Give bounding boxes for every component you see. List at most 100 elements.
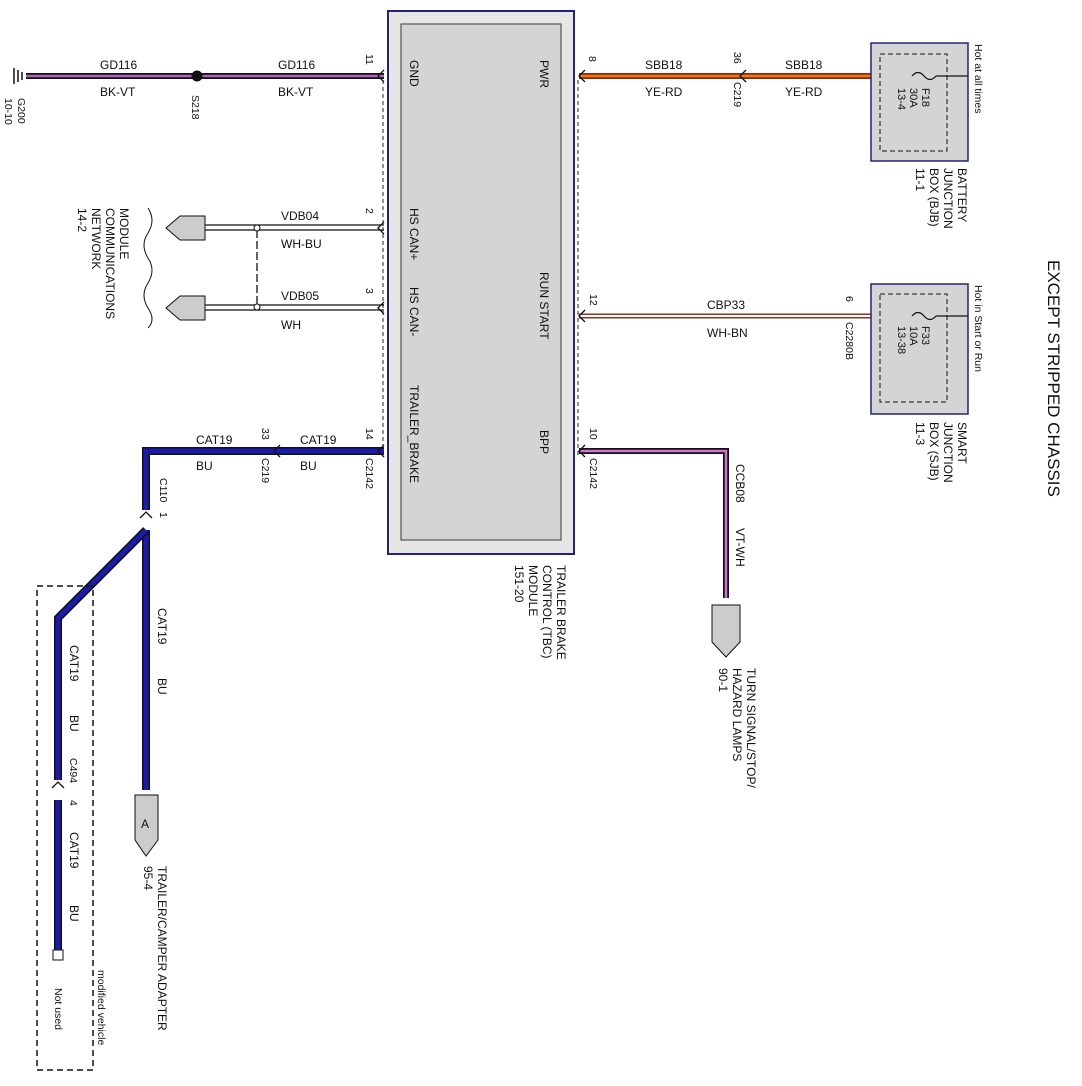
pin-label-pwr: PWR <box>537 60 551 88</box>
pin-number: 3 <box>363 288 375 294</box>
can-name-line: COMMUNICATIONS <box>103 208 117 319</box>
connector-label: C494 <box>67 758 79 783</box>
adapter-name-line: TRAILER/CAMPER ADAPTER <box>155 866 169 1031</box>
sjb-box: F33 10A 13-38 Hot in Start or Run SMART … <box>870 283 984 483</box>
sjb-name-line: SMART <box>955 422 969 464</box>
unused-terminal <box>52 949 64 961</box>
color-label: WH-BU <box>281 237 322 251</box>
module-name-line: CONTROL (TBC) <box>540 565 554 659</box>
color-label: BK-VT <box>278 85 314 99</box>
fuse-rating: 10A <box>907 326 919 346</box>
bjb-name-line: BOX (BJB) <box>927 168 941 227</box>
pin-label-hs-can-plus: HS CAN+ <box>407 208 421 260</box>
color-label: BU <box>300 459 317 473</box>
color-label: BU <box>155 678 169 695</box>
not-used-note: Not used <box>52 988 64 1030</box>
circuit-label: CAT19 <box>300 433 337 447</box>
connector-label: C110 <box>157 478 169 502</box>
circuit-label: SBB18 <box>785 58 823 72</box>
module-name-line: 151-20 <box>512 565 526 603</box>
circuit-label: CAT19 <box>67 645 81 682</box>
diagram-title: EXCEPT STRIPPED CHASSIS <box>1044 260 1063 497</box>
bpp-circuit: 10 C2142 CCB08 VT-WH TURN SIGNAL/STOP/ H… <box>578 428 758 788</box>
circuit-label: CAT19 <box>67 832 81 869</box>
module-name-line: TRAILER BRAKE <box>554 565 568 660</box>
connector-label: C2142 <box>363 458 375 489</box>
adapter-name-line: 95-4 <box>141 866 155 890</box>
fuse-symbol <box>911 71 937 81</box>
sjb-name-line: JUNCTION <box>941 422 955 483</box>
fuse-ref: 13-38 <box>895 326 907 354</box>
circuit-label: GD116 <box>100 58 137 72</box>
circuit-label: CAT19 <box>196 433 233 447</box>
hot-note: Hot in Start or Run <box>972 285 984 372</box>
ground-circuit: GD116 BK-VT GD116 BK-VT S218 G200 10-10 … <box>2 54 385 125</box>
connector-label: C2280B <box>843 322 855 360</box>
pin-number: 8 <box>586 56 598 62</box>
connector-label: C219 <box>259 458 271 483</box>
sjb-name-line: 11-3 <box>913 422 927 445</box>
pin-number: 2 <box>363 208 375 214</box>
color-label: WH <box>281 318 301 332</box>
color-label: YE-RD <box>645 85 683 99</box>
tbc-module: GND PWR HS CAN+ HS CAN- RUN START TRAILE… <box>382 10 579 555</box>
circuit-label: CAT19 <box>155 608 169 645</box>
color-label: VT-WH <box>733 528 747 567</box>
connector-pin: 4 <box>67 800 79 806</box>
turn-signal-name-line: TURN SIGNAL/STOP/ <box>744 668 758 788</box>
run-start-circuit: 12 CBP33 WH-BN 6 C2280B <box>578 294 884 360</box>
fuse-rating: 30A <box>907 88 919 108</box>
bjb-name-line: BATTERY <box>955 168 969 222</box>
bjb-name-line: 11-1 <box>913 168 927 191</box>
hot-note: Hot at all times <box>972 44 984 113</box>
module-name: TRAILER BRAKE CONTROL (TBC) MODULE 151-2… <box>512 565 568 660</box>
turn-signal-name-line: HAZARD LAMPS <box>730 668 744 761</box>
pwr-circuit: 8 SBB18 YE-RD 36 C219 SBB18 YE-RD <box>578 52 884 107</box>
color-label: BK-VT <box>100 85 136 99</box>
circuit-label: CCB08 <box>733 464 747 503</box>
connector-label: C2142 <box>587 458 599 489</box>
color-label: BU <box>67 715 81 732</box>
splice-label: S218 <box>189 95 201 120</box>
pin-label-trailer-brake: TRAILER_BRAKE <box>407 385 421 483</box>
can-network: VDB04 WH-BU VDB05 WH 2 3 MODULE COMMUNIC… <box>75 207 385 332</box>
trailer-brake-circuit: 14 C2142 CAT19 BU 33 C219 CAT19 BU C110 … <box>51 428 385 961</box>
circuit-label: GD116 <box>278 58 315 72</box>
pin-number: 11 <box>363 54 375 65</box>
can-connector-plus <box>165 215 206 241</box>
color-label: WH-BN <box>707 326 748 340</box>
pin-label-bpp: BPP <box>537 430 551 454</box>
trailer-adapter-connector: A TRAILER/CAMPER ADAPTER 95-4 <box>134 794 169 1031</box>
fuse-id: F18 <box>919 88 931 107</box>
pin-label-run-start: RUN START <box>537 272 551 340</box>
turn-signal-connector <box>711 604 741 658</box>
color-label: YE-RD <box>785 85 823 99</box>
pin-number: 12 <box>587 294 599 306</box>
connector-label: C219 <box>731 82 743 107</box>
connector-pin: 33 <box>259 428 271 440</box>
modified-vehicle-box: modified vehicle Not used <box>36 585 107 1071</box>
sjb-name-line: BOX (SJB) <box>927 422 941 481</box>
circuit-label: SBB18 <box>645 58 683 72</box>
pin-number: 10 <box>587 428 599 440</box>
splice-dot <box>191 70 203 82</box>
color-label: BU <box>67 905 81 922</box>
turn-signal-name-line: 90-1 <box>716 668 730 692</box>
can-name-line: 14-2 <box>75 208 89 232</box>
adapter-pin-label: A <box>141 817 149 831</box>
pin-label-hs-can-minus: HS CAN- <box>407 287 421 336</box>
modified-note: modified vehicle <box>95 970 107 1045</box>
fuse-id: F33 <box>919 326 931 345</box>
connector-pin: 36 <box>731 52 743 64</box>
color-label: BU <box>196 459 213 473</box>
pin-number: 14 <box>363 428 375 440</box>
can-connector-minus <box>165 295 206 321</box>
fuse-symbol <box>911 311 937 321</box>
ground-ref-page: 10-10 <box>2 98 14 125</box>
can-name-line: MODULE <box>117 208 131 259</box>
circuit-label: CBP33 <box>707 298 745 312</box>
ground-ref: G200 <box>15 98 27 124</box>
bjb-name-line: JUNCTION <box>941 168 955 229</box>
can-name-line: NETWORK <box>89 208 103 269</box>
